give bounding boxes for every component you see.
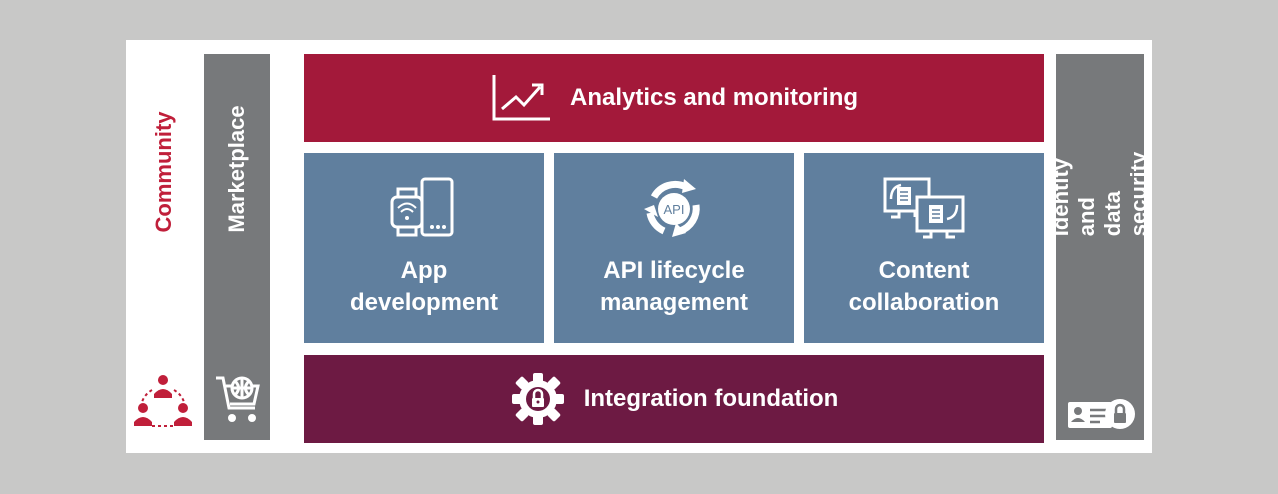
analytics-bar: Analytics and monitoring bbox=[304, 54, 1044, 142]
identity-label: Identity and data security bbox=[1048, 151, 1151, 237]
shopping-cart-globe-icon bbox=[216, 376, 260, 422]
analytics-label: Analytics and monitoring bbox=[569, 84, 859, 111]
api-lifecycle-label: API lifecycle management bbox=[599, 257, 749, 316]
api-lifecycle-box: API API lifecycle management bbox=[554, 153, 794, 343]
marketplace-column: Marketplace bbox=[204, 54, 270, 440]
app-development-label: App development bbox=[349, 257, 499, 316]
gear-lock-icon bbox=[511, 373, 564, 425]
community-people-icon bbox=[134, 375, 192, 427]
content-collaboration-label: Content collaboration bbox=[848, 257, 1000, 316]
identity-column: Identity and data security bbox=[1048, 54, 1151, 440]
monitors-documents-icon bbox=[883, 177, 965, 239]
line-chart-icon bbox=[492, 75, 550, 121]
community-column: Community bbox=[126, 40, 202, 453]
api-cycle-icon: API bbox=[644, 179, 700, 237]
integration-label: Integration foundation bbox=[583, 385, 839, 412]
api-icon-text: API bbox=[664, 202, 685, 217]
watch-and-phone-icon bbox=[390, 177, 454, 237]
content-collaboration-box: Content collaboration bbox=[804, 153, 1044, 343]
id-card-lock-icon bbox=[1068, 399, 1135, 429]
architecture-diagram: Community Marketplace bbox=[126, 40, 1152, 453]
community-label: Community bbox=[151, 111, 176, 233]
app-development-box: App development bbox=[304, 153, 544, 343]
integration-bar: Integration foundation bbox=[304, 355, 1044, 443]
marketplace-label: Marketplace bbox=[224, 105, 249, 233]
